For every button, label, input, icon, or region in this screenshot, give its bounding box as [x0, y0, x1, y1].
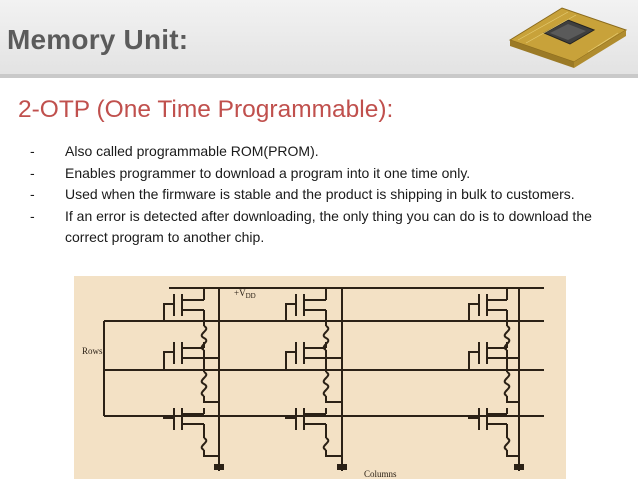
bullet-text: Also called programmable ROM(PROM). [65, 143, 319, 159]
bullet-item: - Also called programmable ROM(PROM). [30, 141, 630, 163]
memory-cell [163, 342, 219, 403]
bullet-item: - Used when the firmware is stable and t… [30, 184, 630, 206]
bullet-item: - If an error is detected after downloadi… [30, 206, 630, 249]
bullet-dash: - [30, 143, 35, 159]
bullet-dash: - [30, 207, 35, 224]
cpu-chip-image [508, 7, 628, 68]
bullet-item: - Enables programmer to download a progra… [30, 163, 630, 185]
memory-cell [285, 408, 342, 457]
column-outputs [214, 464, 524, 470]
memory-cell [468, 342, 519, 403]
memory-cell [468, 408, 519, 457]
slide-title: Memory Unit: [7, 24, 189, 55]
rows-label: Rows [82, 346, 103, 356]
memory-cell [285, 342, 342, 403]
prom-circuit-diagram: +VDD Rows Columns [74, 276, 566, 479]
memory-cell [285, 288, 342, 359]
header-divider [0, 74, 638, 78]
bullet-text: Used when the firmware is stable and the… [65, 186, 575, 202]
slide-header: Memory Unit: [0, 0, 638, 78]
circuit-wiring [103, 287, 544, 471]
bullet-dash: - [30, 186, 35, 202]
columns-label: Columns [364, 469, 397, 479]
bullet-list: - Also called programmable ROM(PROM). - En… [30, 141, 630, 249]
section-heading: 2-OTP (One Time Programmable): [18, 96, 394, 123]
bullet-text: Enables programmer to download a program… [65, 164, 471, 181]
dashed-continuation [404, 287, 469, 417]
bullet-dash: - [30, 164, 35, 181]
figure-background [74, 276, 566, 479]
vdd-label: +VDD [234, 288, 256, 300]
vdd-label-sub: DD [246, 292, 256, 300]
vdd-label-main: +V [234, 288, 246, 298]
bullet-text: If an error is detected after downloadin… [65, 207, 592, 246]
memory-cell [163, 408, 219, 457]
